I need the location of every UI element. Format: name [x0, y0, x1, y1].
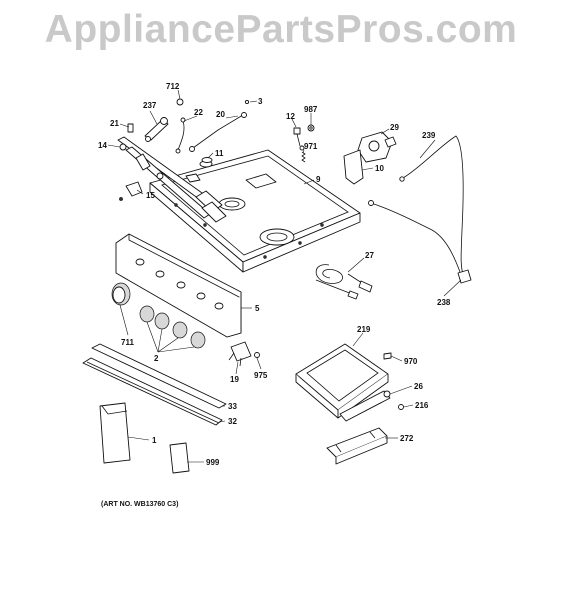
callout-labels: 712 237 22 20 3 987 21 12 29 239 14 971 …: [98, 82, 451, 467]
screw-970: [383, 352, 392, 360]
knob-711: [111, 282, 131, 306]
callout-9: 9: [316, 175, 321, 184]
igniter-harness: [315, 264, 373, 300]
callout-712: 712: [166, 82, 180, 91]
callout-987: 987: [304, 105, 318, 114]
watermark: AppliancePartsPros.com: [44, 8, 518, 51]
callout-971: 971: [304, 142, 318, 151]
screw-216: [398, 404, 404, 410]
callout-21: 21: [110, 119, 119, 128]
screw-975: [254, 352, 260, 358]
trim-strip-33: [91, 343, 227, 409]
screw-21: [127, 123, 134, 133]
regulator-bracket: [343, 149, 364, 185]
broiler-shield: [295, 343, 389, 419]
burner-box: [149, 149, 361, 273]
callout-14: 14: [98, 141, 107, 150]
literature-manual: [99, 402, 131, 464]
gas-fitting-238: [457, 269, 472, 284]
callout-999: 999: [206, 458, 220, 467]
grommet-11: [201, 157, 213, 163]
callout-1: 1: [152, 436, 157, 445]
trim-strip-32: [82, 357, 223, 426]
pressure-regulator: [357, 131, 397, 163]
callout-970: 970: [404, 357, 418, 366]
tube-22: [175, 117, 186, 154]
fitting-12: [293, 127, 305, 151]
callout-975: 975: [254, 371, 268, 380]
callout-239: 239: [422, 131, 436, 140]
art-number: (ART NO. WB13760 C3): [101, 501, 179, 508]
orifice-987: [307, 124, 315, 132]
bracket-272: [326, 427, 388, 465]
switch-19: [228, 341, 252, 367]
burner-valve-237: [144, 117, 169, 142]
callout-238: 238: [437, 298, 451, 307]
callout-219: 219: [357, 325, 371, 334]
callout-2: 2: [154, 354, 159, 363]
callout-12: 12: [286, 112, 295, 121]
callout-29: 29: [390, 123, 399, 132]
burner-knobs: [139, 305, 206, 349]
control-panel: [115, 233, 242, 338]
callout-15: 15: [146, 191, 155, 200]
callout-10: 10: [375, 164, 384, 173]
callout-5: 5: [255, 304, 260, 313]
callout-237: 237: [143, 101, 157, 110]
spring-971: [301, 151, 306, 163]
burner-tube-26: [339, 390, 391, 422]
bracket-15: [119, 181, 143, 201]
tube-20: [189, 112, 247, 152]
gas-supply-tube: [368, 135, 465, 278]
leader-lines: [107, 89, 462, 463]
nut-712: [176, 98, 184, 106]
manifold-pipe: [117, 136, 227, 223]
callout-216: 216: [415, 401, 429, 410]
callout-33: 33: [228, 402, 237, 411]
literature-999: [169, 442, 190, 474]
callout-19: 19: [230, 375, 239, 384]
callout-26: 26: [414, 382, 423, 391]
callout-20: 20: [216, 110, 225, 119]
callout-27: 27: [365, 251, 374, 260]
callout-32: 32: [228, 417, 237, 426]
callout-22: 22: [194, 108, 203, 117]
callout-711: 711: [121, 338, 134, 347]
callout-272: 272: [400, 434, 414, 443]
callout-11: 11: [215, 149, 224, 158]
screw-3: [244, 99, 250, 105]
callout-3: 3: [258, 97, 263, 106]
